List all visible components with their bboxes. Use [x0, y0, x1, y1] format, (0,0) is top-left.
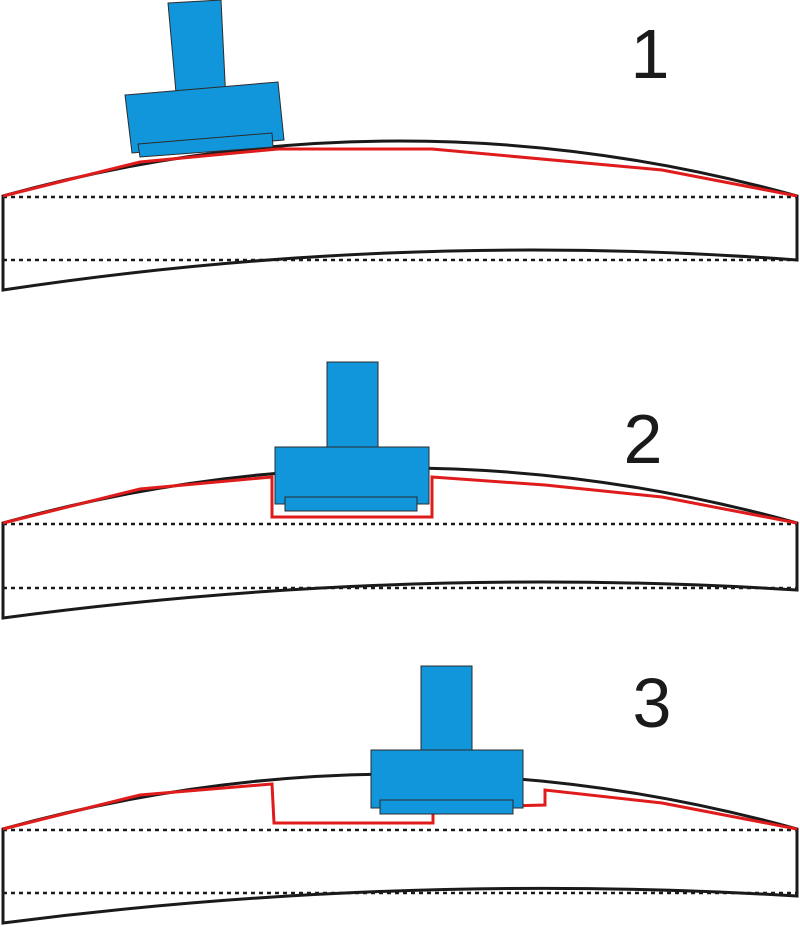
workpiece-body [1, 772, 799, 925]
t-tool [370, 665, 524, 815]
tool-pad [284, 496, 418, 512]
tool-pad [379, 799, 514, 815]
red-profile-line [2, 475, 798, 525]
panel-1: 1 [1, 0, 799, 292]
tool-head [274, 446, 430, 505]
panel-3: 3 [1, 664, 799, 925]
step-label-2: 2 [624, 400, 663, 478]
panel-2: 2 [1, 361, 799, 620]
tool-stem [326, 361, 379, 463]
red-profile-line [2, 147, 798, 198]
tool-stem [420, 665, 473, 765]
t-tool [124, 0, 285, 158]
tool-pad [137, 132, 274, 158]
t-tool [274, 361, 430, 512]
red-profile-line [2, 782, 798, 831]
workpiece-body [1, 466, 799, 620]
step-label-1: 1 [631, 15, 670, 93]
workpiece-body [1, 139, 799, 292]
step-label-3: 3 [633, 664, 672, 742]
tool-head [370, 749, 524, 809]
